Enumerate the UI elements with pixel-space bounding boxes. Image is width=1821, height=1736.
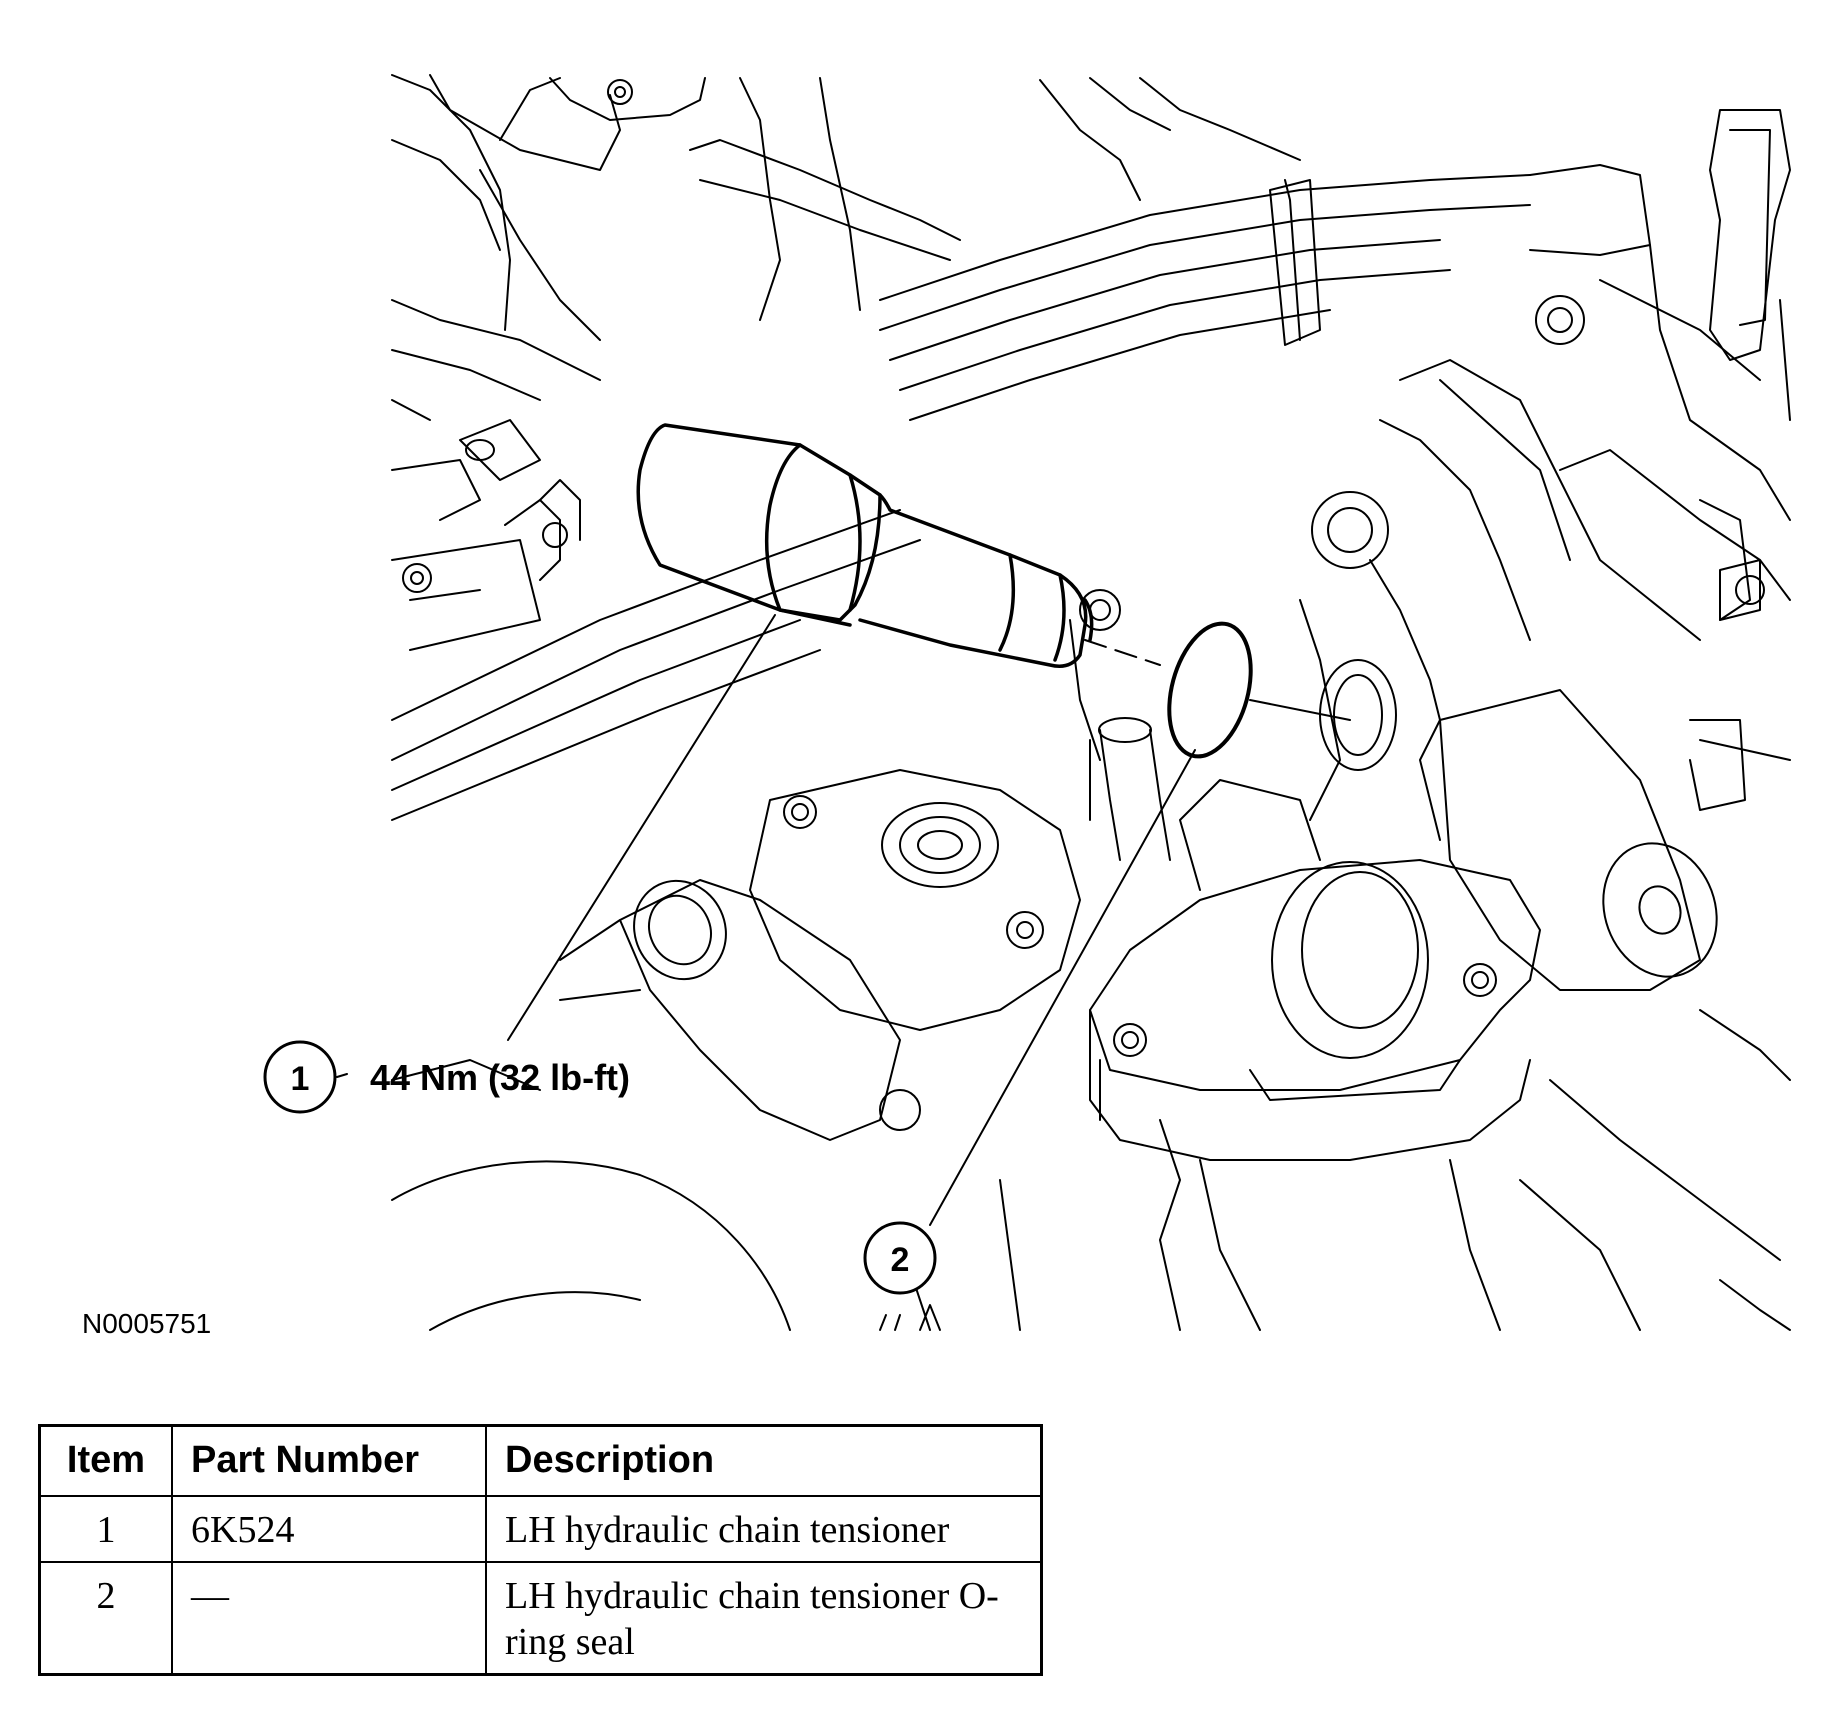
row-2-item: 2 [38, 1561, 173, 1676]
table-header-row: Item Part Number Description [38, 1424, 1043, 1497]
callout-1: 1 44 Nm (32 lb-ft) [263, 1040, 630, 1114]
callout-2: 2 [863, 1221, 937, 1295]
row-1-item: 1 [38, 1495, 173, 1563]
leader-tick-1 [336, 1073, 348, 1078]
table-row: 1 6K524 LH hydraulic chain tensioner [38, 1495, 1043, 1563]
row-1-description: LH hydraulic chain tensioner [485, 1495, 1043, 1563]
callout-2-circle [863, 1221, 937, 1295]
header-item: Item [38, 1424, 173, 1497]
leader-line-2 [929, 749, 1196, 1226]
header-description: Description [485, 1424, 1043, 1497]
chain-tensioner-part [636, 423, 1094, 668]
table-row: 2 — LH hydraulic chain tensioner O-ring … [38, 1561, 1043, 1676]
engine-illustration: 1 44 Nm (32 lb-ft) 2 [263, 74, 1791, 1331]
parts-table: Item Part Number Description 1 6K524 LH … [38, 1424, 1043, 1676]
callout-1-circle [263, 1040, 337, 1114]
engine-background-lines [391, 74, 1791, 1331]
row-2-description: LH hydraulic chain tensioner O-ring seal [485, 1561, 1043, 1676]
figure-id: N0005751 [82, 1308, 212, 1339]
callout-1-number: 1 [291, 1060, 310, 1098]
callout-1-torque-label: 44 Nm (32 lb-ft) [370, 1057, 630, 1098]
row-2-part-number: — [171, 1561, 487, 1676]
row-1-part-number: 6K524 [171, 1495, 487, 1563]
header-part-number: Part Number [171, 1424, 487, 1497]
leader-line-1 [507, 614, 776, 1041]
callout-2-number: 2 [891, 1241, 910, 1279]
